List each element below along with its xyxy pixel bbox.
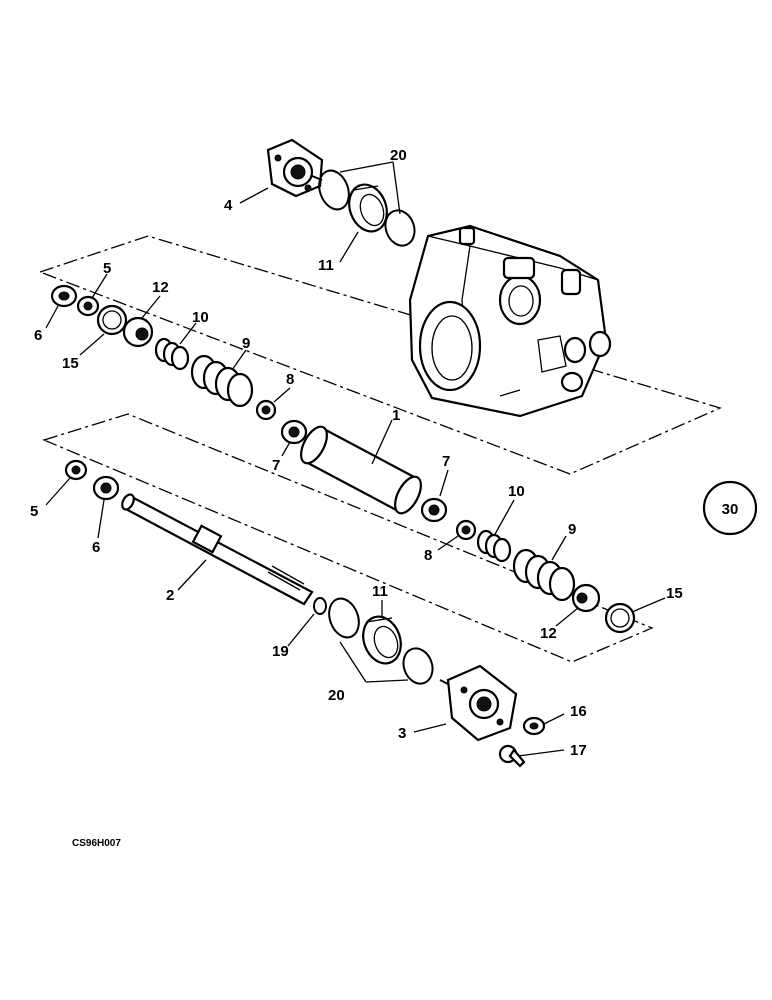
part-17-bolt [498, 744, 526, 768]
part-20-oring-lower-b [402, 647, 434, 685]
part-15-ring-upper [96, 304, 128, 336]
part-2-shaft [121, 493, 314, 606]
callout-8-lower: 8 [424, 547, 432, 564]
callout-7-lower: 7 [442, 453, 450, 470]
part-16-nut [522, 716, 546, 736]
callout-11-top: 11 [318, 257, 334, 274]
part-1-sleeve [300, 425, 422, 515]
part-6-nut-upper [50, 284, 78, 308]
upper-assembly-outline [38, 235, 722, 475]
callout-12-lower: 12 [540, 625, 557, 642]
callout-4: 4 [224, 197, 233, 214]
part-7-piston-lower [420, 497, 448, 523]
part-12-seat-lower [571, 583, 601, 613]
part-7-piston-upper [280, 419, 308, 445]
callout-17: 17 [570, 742, 587, 759]
callout-11-lower: 11 [372, 583, 388, 600]
part-20-oring-lower-a [328, 597, 360, 639]
page-number-badge: 30 [702, 480, 758, 536]
callout-10-lower: 10 [508, 483, 525, 500]
part-11-bushing-top [348, 183, 388, 233]
callout-8-upper: 8 [286, 371, 294, 388]
callout-2: 2 [166, 587, 174, 604]
part-8-retainer-lower [455, 519, 477, 541]
part-9-spring-large-upper [190, 354, 254, 408]
callout-9-upper: 9 [242, 335, 250, 352]
drawing-code: CS96H007 [72, 838, 121, 849]
lower-assembly-outline [42, 413, 654, 663]
callout-12-upper: 12 [152, 279, 169, 296]
callout-6-lower: 6 [92, 539, 100, 556]
part-19-oring-small [313, 597, 327, 615]
callout-10-upper: 10 [192, 309, 209, 326]
callout-7-upper: 7 [272, 457, 280, 474]
part-6-nut-lower [92, 475, 120, 501]
part-8-retainer-upper [255, 399, 277, 421]
part-12-seat-upper [122, 316, 154, 348]
callout-3: 3 [398, 725, 406, 742]
part-10-spring-small-lower [476, 529, 512, 563]
callout-20-top: 20 [390, 147, 407, 164]
part-3-cover-flange [439, 664, 518, 742]
callout-9-lower: 9 [568, 521, 576, 538]
part-20-oring-top-a [318, 169, 350, 211]
callout-15-lower: 15 [666, 585, 683, 602]
part-5-washer-lower [64, 459, 88, 481]
part-4-cover-flange [266, 138, 324, 198]
pump-housing [408, 224, 612, 418]
callout-16: 16 [570, 703, 587, 720]
callout-1: 1 [392, 407, 400, 424]
part-20-oring-top-b [384, 209, 416, 247]
callout-19: 19 [272, 643, 289, 660]
callout-20-lower: 20 [328, 687, 345, 704]
leader-lines [45, 161, 666, 757]
part-5-washer-upper [76, 295, 100, 317]
part-9-spring-large-lower [512, 548, 576, 602]
part-11-bushing-lower [362, 615, 402, 665]
callout-5-upper: 5 [103, 260, 111, 277]
callout-6-upper: 6 [34, 327, 42, 344]
callout-15-upper: 15 [62, 355, 79, 372]
part-10-spring-small-upper [154, 337, 190, 371]
page-number: 30 [722, 501, 739, 518]
part-15-ring-lower [604, 602, 636, 634]
callout-5-lower: 5 [30, 503, 38, 520]
